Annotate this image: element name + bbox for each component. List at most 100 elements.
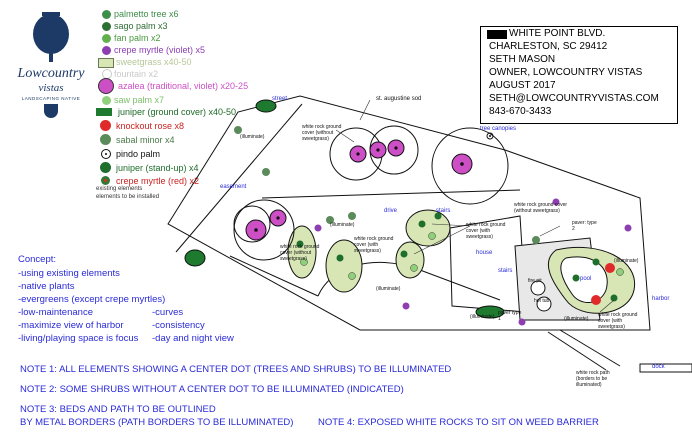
drive-line — [261, 189, 521, 199]
legend-label: saw palm x7 — [114, 95, 165, 105]
tree-canopy — [233, 199, 295, 261]
white-rock-without-label: white rock ground cover (without sweetgr… — [302, 124, 342, 142]
pindo-palm-dot — [489, 135, 491, 137]
legend-label: knockout rose x8 — [116, 121, 185, 131]
logo-tag: LANDSCAPING NATIVE — [21, 96, 81, 101]
planting-bed — [405, 209, 451, 247]
legend-label: pindo palm — [116, 149, 161, 159]
concept-item: -day and night view — [152, 333, 234, 344]
redacted-bar — [487, 30, 507, 39]
note-1: NOTE 1: ALL ELEMENTS SHOWING A CENTER DO… — [20, 364, 452, 375]
concept-item: -using existing elements — [18, 268, 120, 279]
concept-item: -low-maintenance — [18, 307, 93, 318]
stairs-label: stairs — [498, 268, 513, 274]
crepe-myrtles — [314, 198, 632, 326]
drive-label: drive — [384, 208, 398, 214]
tree-canopy — [233, 205, 271, 243]
juniper-ground-cover-icon — [96, 108, 112, 116]
note-3: NOTE 3: BEDS AND PATH TO BE OUTLINED — [20, 404, 216, 415]
drive-edge — [229, 255, 319, 297]
legend-label: sweetgrass x40-50 — [116, 57, 192, 67]
street-edge — [175, 103, 303, 253]
company-logo: Lowcountry vistas LANDSCAPING NATIVE — [12, 10, 90, 125]
knockout-roses — [591, 263, 615, 305]
legend-label: fan palm x2 — [114, 33, 161, 43]
leader-lines — [335, 99, 615, 313]
note-3-cont: BY METAL BORDERS (PATH BORDERS TO BE ILL… — [20, 417, 294, 428]
concept-title: Concept: — [18, 254, 57, 265]
path-edge — [559, 329, 621, 367]
pindo-palm-icon — [101, 149, 111, 159]
st-augustine-label: st. augustine sod — [376, 96, 422, 102]
white-rock-with-label: white rock ground cover (with sweetgrass… — [354, 236, 394, 254]
white-rock-with-label: white rock ground cover (with sweetgrass… — [598, 312, 638, 330]
legend-label: sago palm x3 — [114, 21, 168, 31]
juniper-bed — [255, 99, 277, 113]
legend-label: juniper (ground cover) x40-50 — [118, 107, 237, 117]
concept-item: -consistency — [152, 320, 205, 331]
legend-label: azalea (traditional, violet) x20-25 — [118, 81, 249, 91]
paver-type1-label: paver type 1 — [498, 310, 522, 322]
legend-existing-note: existing elements — [96, 186, 143, 192]
sago-palm-icon — [102, 22, 111, 31]
knockout-rose-icon — [100, 120, 111, 131]
dock — [639, 363, 692, 373]
illuminate-label: (illuminate) — [240, 134, 265, 140]
legend-install-note: elements to be installed — [96, 194, 160, 200]
azalea-icon — [98, 78, 114, 94]
palmetto-icon — [102, 10, 111, 19]
stairs-label: stairs — [436, 208, 451, 214]
sabal-minor-icon — [100, 134, 111, 145]
logo-name: Lowcountry — [17, 66, 85, 81]
info-email: SETH@LOWCOUNTRYVISTAS.COM — [489, 93, 659, 104]
logo-sub: vistas — [38, 82, 64, 94]
juniper-standup-icon — [100, 162, 111, 173]
info-phone: 843-670-3433 — [489, 106, 552, 117]
legend-label: juniper (stand-up) x4 — [116, 163, 199, 173]
tree-canopy — [431, 127, 509, 205]
concept-item: -curves — [152, 307, 184, 318]
path-edge — [547, 331, 607, 371]
dock-label: dock — [652, 364, 665, 370]
legend-label: crepe myrtle (red) x2 — [116, 176, 200, 186]
illuminate-label: (illuminate) — [330, 222, 355, 228]
note-2: NOTE 2: SOME SHRUBS WITHOUT A CENTER DOT… — [20, 384, 404, 395]
hot-tub — [536, 296, 552, 312]
bed-plants — [296, 212, 624, 302]
legend-label: palmetto tree x6 — [114, 9, 179, 19]
fire-pit-label: fire pit — [528, 278, 542, 284]
fire-pit — [530, 280, 546, 296]
note-4: NOTE 4: EXPOSED WHITE ROCKS TO SIT ON WE… — [318, 417, 599, 428]
easement-label: easement — [220, 184, 247, 190]
white-rock-with-label: white rock ground cover (with sweetgrass… — [466, 222, 506, 240]
illuminate-label: (illuminate) — [376, 286, 401, 292]
info-city: CHARLESTON, SC 29412 — [489, 41, 608, 52]
legend-label: sabal minor x4 — [116, 135, 175, 145]
info-address: WHITE POINT BLVD. — [509, 28, 606, 39]
legend-label: crepe myrtle (violet) x5 — [114, 45, 206, 55]
hot-tub-label: hot tub — [534, 298, 550, 304]
white-rock-path-label: white rock path (borders to be illuminat… — [576, 370, 610, 388]
info-date: AUGUST 2017 — [489, 80, 556, 91]
house-label: house — [476, 250, 493, 256]
planting-bed — [287, 225, 317, 279]
paver-type2-label: paver: type 2 — [572, 220, 597, 232]
illuminate-label: (illuminate) — [564, 316, 589, 322]
illuminate-label: (illuminate) — [614, 258, 639, 264]
concept-item: -evergreens (except crepe myrtles) — [18, 294, 166, 305]
tree-canopies-label: tree canopies — [480, 126, 517, 132]
pindo-palm-dot-icon — [105, 153, 107, 155]
property-boundary — [167, 95, 651, 331]
fan-palm-icon — [102, 34, 111, 43]
logo-tree-icon — [33, 12, 69, 62]
concept-item: -living/playing space is focus — [18, 333, 139, 344]
crepe-myrtle-violet-icon — [102, 46, 111, 55]
info-owner-name: SETH MASON — [489, 54, 556, 65]
white-rock-without-label: white rock ground cover (without sweetgr… — [514, 202, 568, 214]
logo-badge-icon — [44, 104, 58, 118]
legend-label: fountain x2 — [114, 69, 159, 79]
crepe-myrtle-red-dot-icon — [104, 179, 107, 182]
info-box: WHITE POINT BLVD. CHARLESTON, SC 29412 S… — [480, 26, 678, 124]
juniper-bed — [475, 305, 505, 319]
